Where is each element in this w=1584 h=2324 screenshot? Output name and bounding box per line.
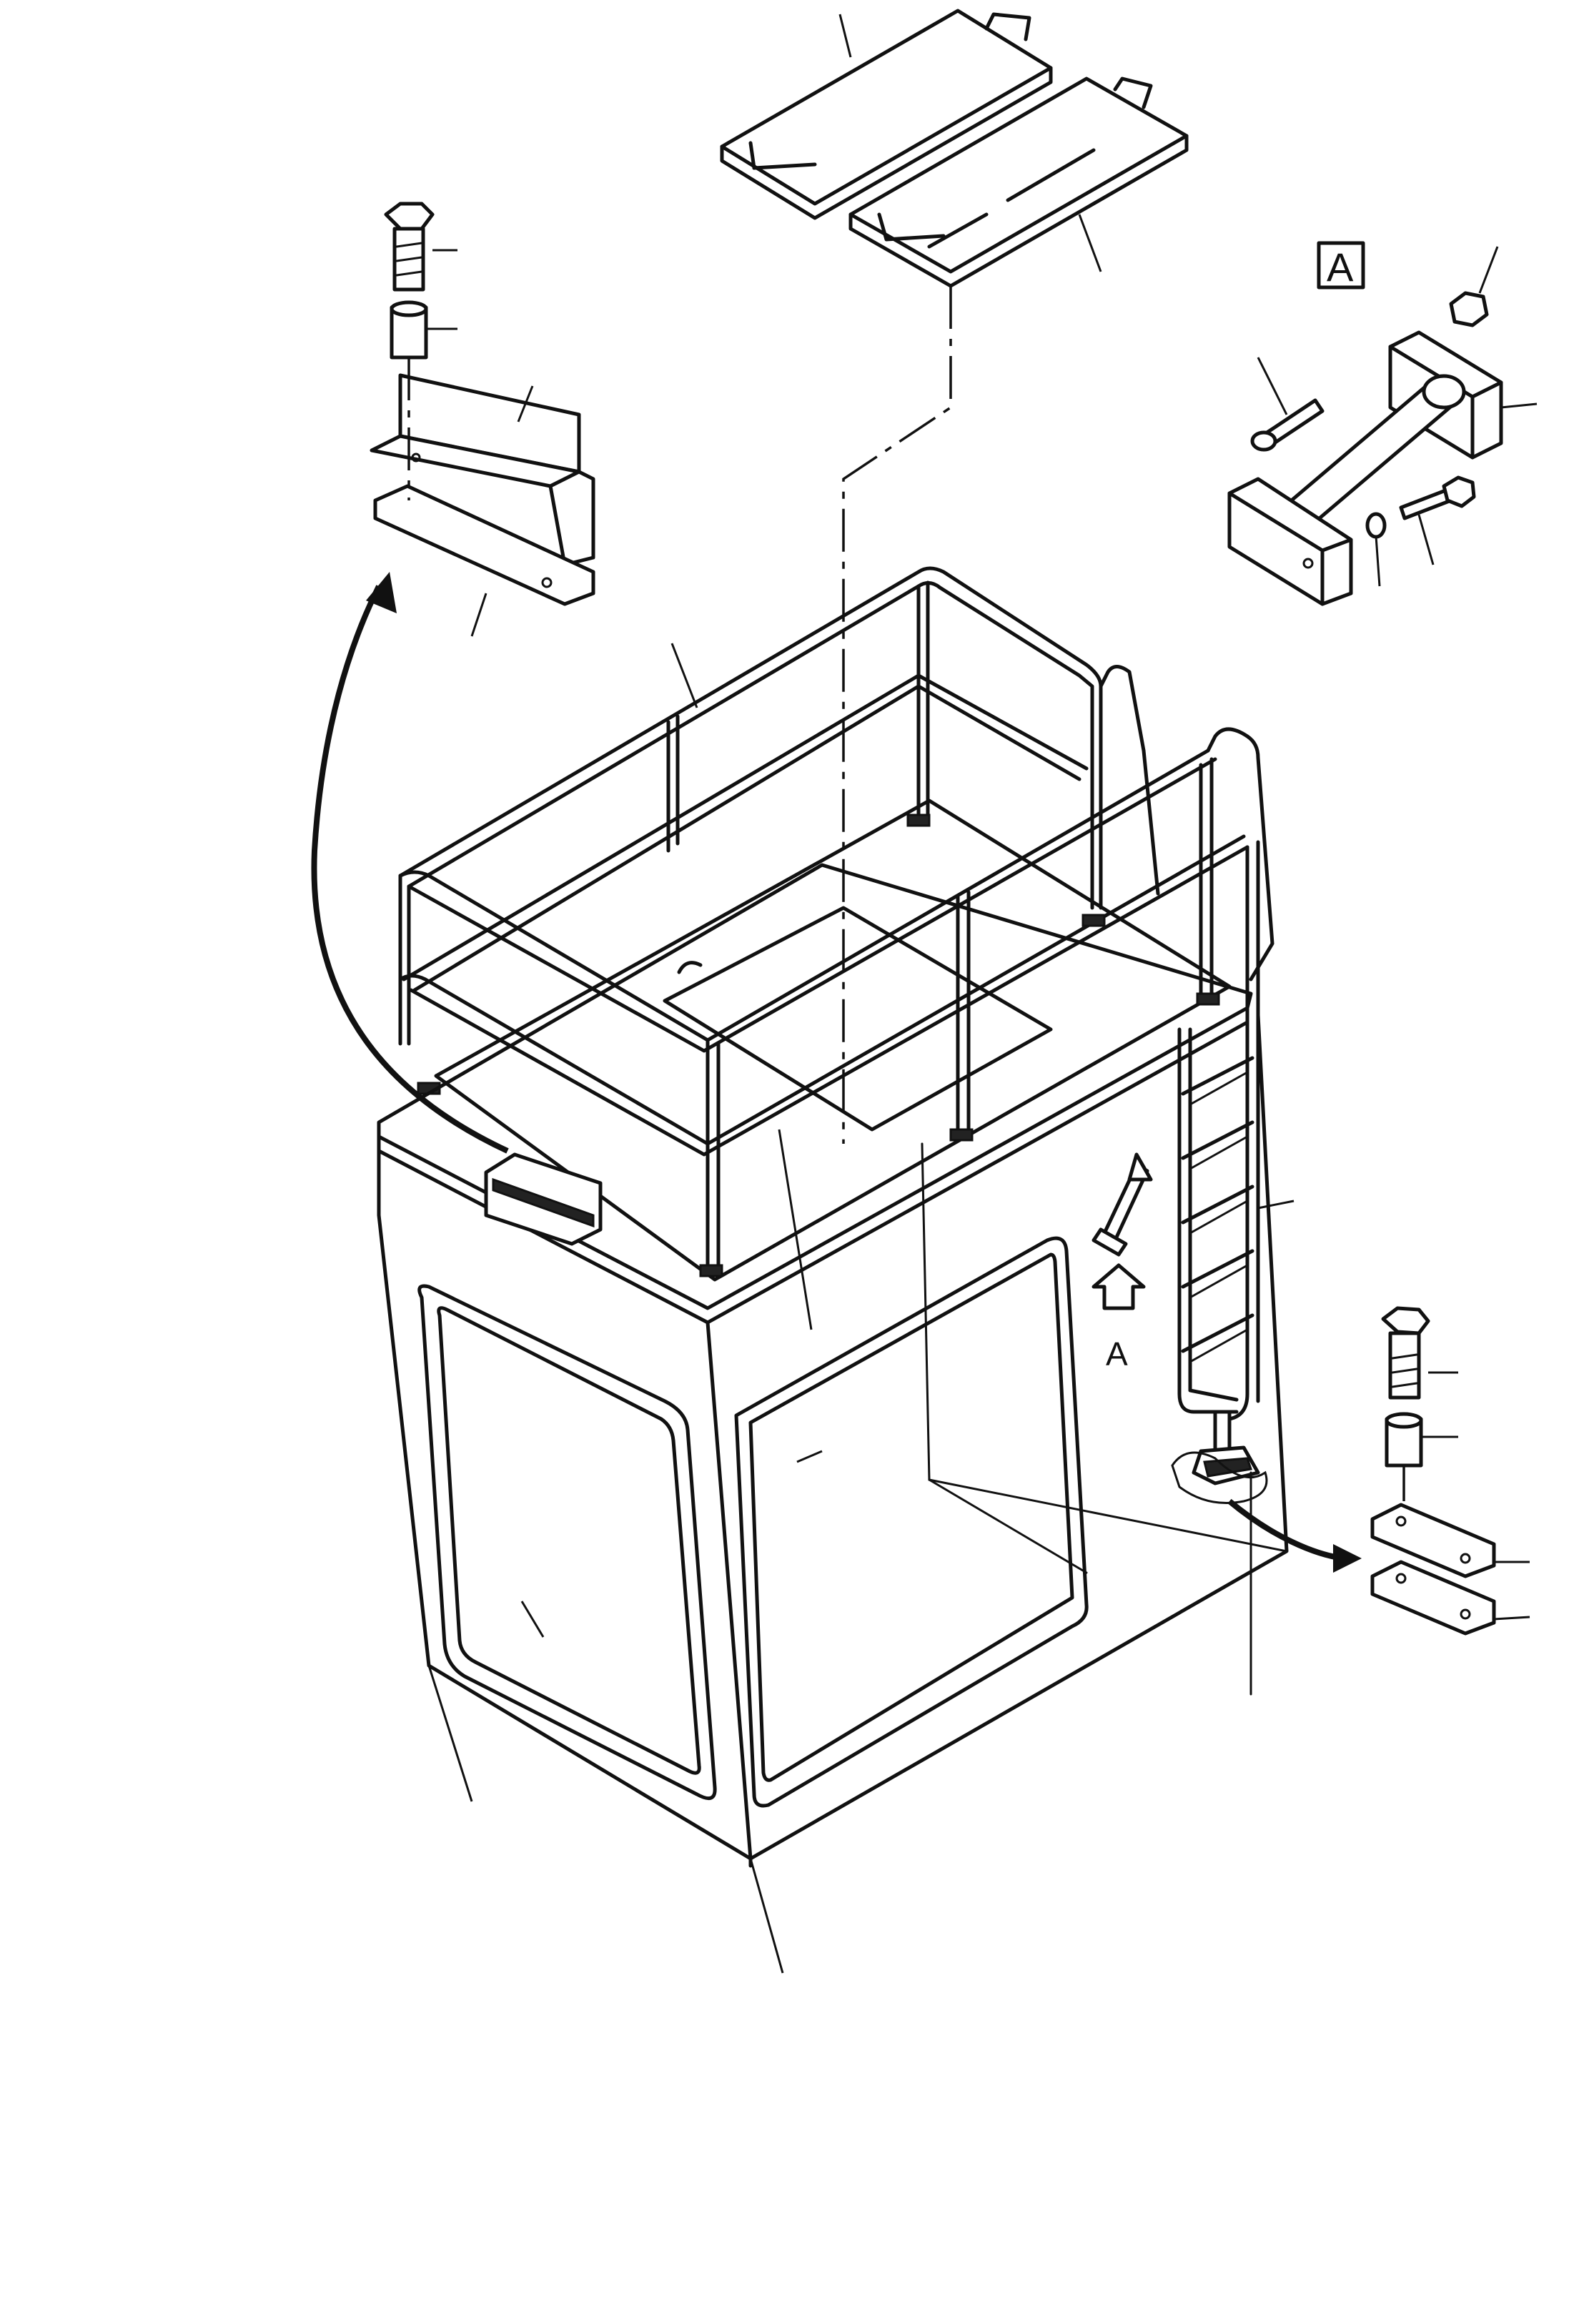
view-a-label: A — [1327, 244, 1354, 290]
arrow-to-lower-bracket — [1227, 1498, 1362, 1573]
bracket-detail-upper-left — [370, 202, 595, 637]
leader-cover-right — [1078, 214, 1102, 272]
top-cover-plates — [720, 9, 1189, 1144]
bracket-detail-lower-right — [1370, 1306, 1530, 1636]
hinge-pin-detail — [1227, 246, 1538, 606]
view-a-callout: A — [1317, 241, 1365, 290]
view-a-arrow-label: A — [1106, 1335, 1128, 1373]
cabin-body — [377, 863, 1289, 1974]
view-a-arrow: A — [1092, 1152, 1153, 1373]
leader-cover-left — [838, 14, 852, 58]
access-ladder — [1171, 840, 1295, 1504]
